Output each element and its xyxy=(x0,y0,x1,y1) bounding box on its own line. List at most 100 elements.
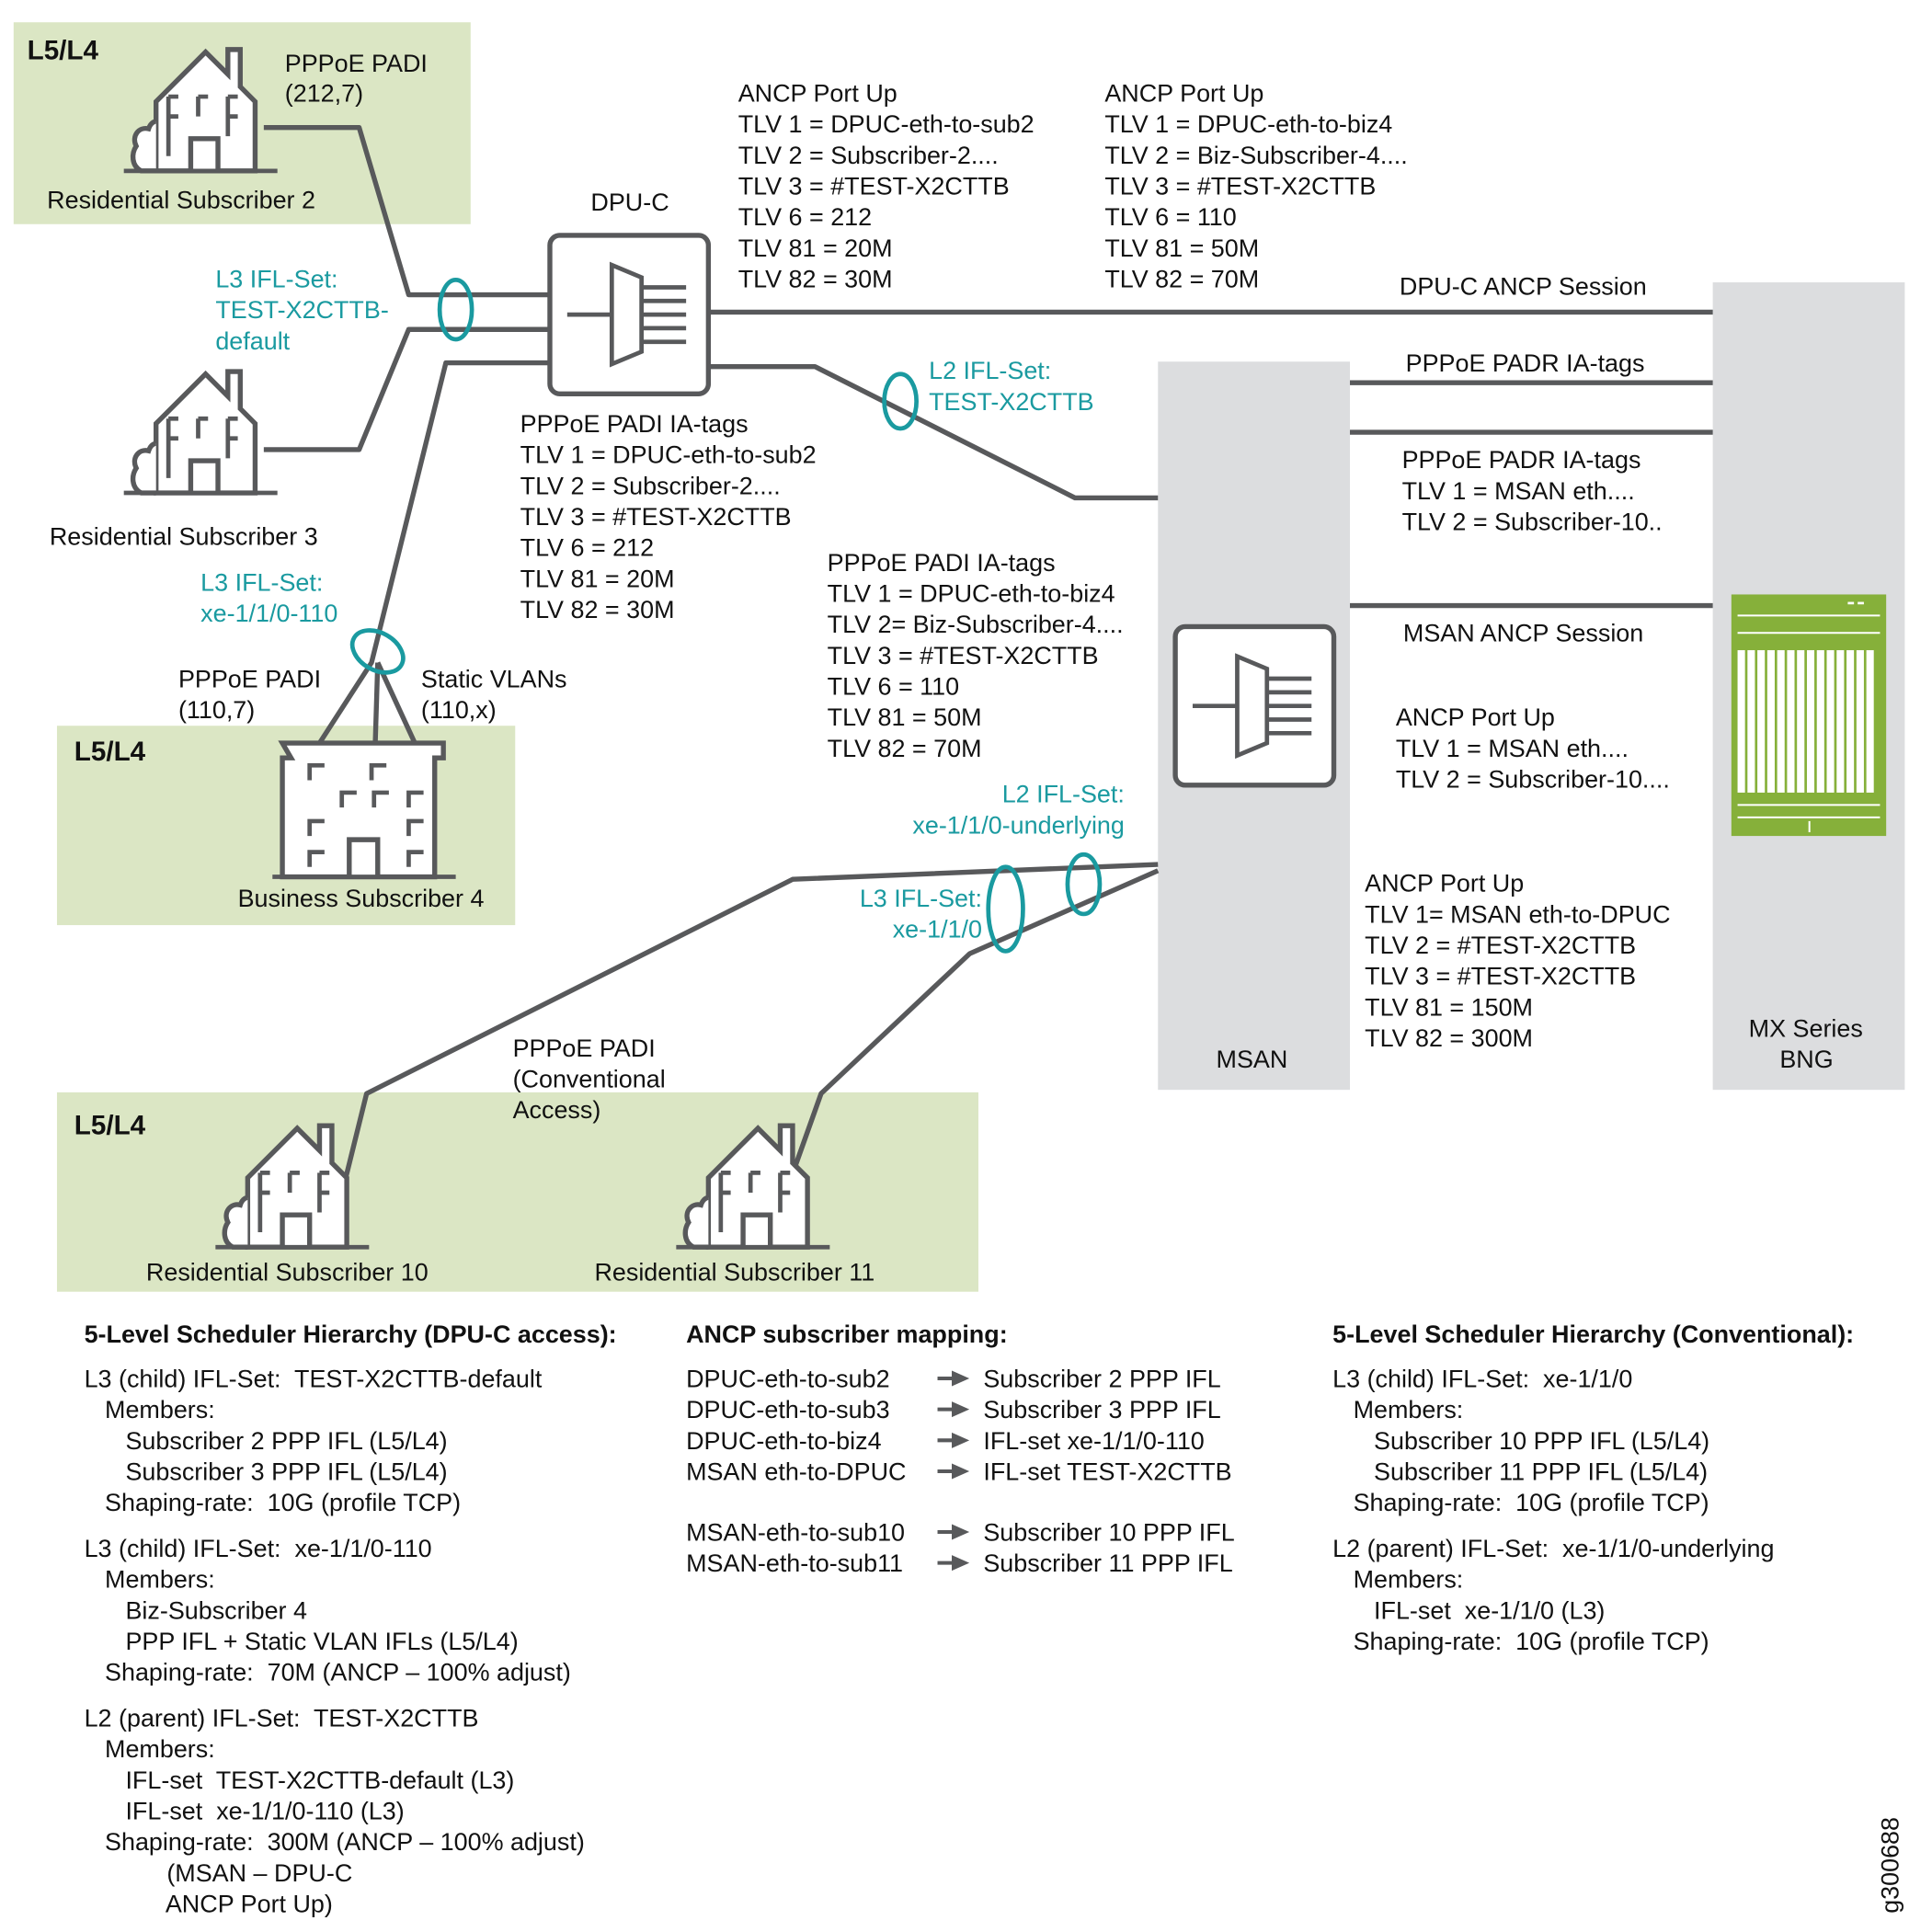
mapping-to: IFL-set xe-1/1/0-110 xyxy=(983,1427,1204,1455)
mapping-from: MSAN-eth-to-sub10 xyxy=(686,1518,905,1546)
mapping-from: DPUC-eth-to-sub3 xyxy=(686,1396,889,1423)
mx-chassis-icon xyxy=(1731,594,1887,837)
hierarchy-line: L2 (parent) IFL-Set: TEST-X2CTTB xyxy=(85,1704,479,1732)
arrow-right-icon xyxy=(937,1370,970,1387)
ifl-l2-underlying-2: xe-1/1/0-underlying xyxy=(912,811,1124,839)
arrow-right-icon xyxy=(937,1524,970,1540)
tlv-line: TLV 3 = #TEST-X2CTTB xyxy=(828,642,1099,669)
tlv-line: TLV 82 = 300M xyxy=(1365,1024,1533,1052)
tlv-line: TLV 82 = 70M xyxy=(1104,265,1259,292)
tlv-line: TLV 3 = #TEST-X2CTTB xyxy=(738,172,1010,200)
padi-biz4-vlan: (110,7) xyxy=(178,696,255,724)
hierarchy-line: Subscriber 11 PPP IFL (L5/L4) xyxy=(1332,1458,1708,1485)
ifl-l3-xe-1: L3 IFL-Set: xyxy=(860,885,982,912)
hierarchy-line: PPP IFL + Static VLAN IFLs (L5/L4) xyxy=(85,1628,519,1655)
house-icon-sub3 xyxy=(124,372,278,493)
tlv-line: TLV 3 = #TEST-X2CTTB xyxy=(1365,963,1636,990)
hierarchy-line: Shaping-rate: 10G (profile TCP) xyxy=(1332,1628,1709,1655)
ifl-set-l3-110-ring xyxy=(349,628,406,675)
dpuc-label: DPU-C xyxy=(590,189,669,216)
hierarchy-line: IFL-set xe-1/1/0 (L3) xyxy=(1332,1596,1605,1624)
hierarchy-conventional-title: 5-Level Scheduler Hierarchy (Conventiona… xyxy=(1332,1320,1854,1348)
ifl-l3-110-1: L3 IFL-Set: xyxy=(200,568,323,596)
mapping-to: IFL-set TEST-X2CTTB xyxy=(983,1458,1231,1485)
hierarchy-line: IFL-set xe-1/1/0-110 (L3) xyxy=(85,1797,405,1824)
mapping-to: Subscriber 2 PPP IFL xyxy=(983,1365,1220,1392)
padi-conventional-1: PPPoE PADI xyxy=(513,1035,656,1062)
padi-conventional-2: (Conventional xyxy=(513,1065,666,1092)
ifl-l3-xe-2: xe-1/1/0 xyxy=(893,916,982,943)
mapping-from: DPUC-eth-to-sub2 xyxy=(686,1365,889,1392)
hierarchy-line: Biz-Subscriber 4 xyxy=(85,1596,307,1624)
tlv-block-title: ANCP Port Up xyxy=(1365,870,1524,897)
padi-biz4-label: PPPoE PADI xyxy=(178,665,321,692)
ifl-l2-underlying-1: L2 IFL-Set: xyxy=(1002,781,1125,808)
padi-sub2-vlan: (212,7) xyxy=(285,79,363,107)
tlv-line: TLV 81 = 150M xyxy=(1365,993,1533,1021)
tlv-line: TLV 2 = Subscriber-10.... xyxy=(1396,766,1670,794)
zone-conventional xyxy=(56,1092,978,1292)
ifl-set-l3-xe-ring xyxy=(986,864,1025,954)
tlv-line: TLV 3 = #TEST-X2CTTB xyxy=(1104,172,1376,200)
ifl-set-l2-test-ring xyxy=(882,372,919,431)
hierarchy-line: L3 (child) IFL-Set: xe-1/1/0-110 xyxy=(85,1535,432,1562)
sub3-label: Residential Subscriber 3 xyxy=(50,523,318,551)
padi-sub2-label: PPPoE PADI xyxy=(285,50,428,77)
tlv-line: TLV 1 = DPUC-eth-to-sub2 xyxy=(738,110,1035,138)
hierarchy-line: Members: xyxy=(85,1396,215,1423)
building-icon-biz4 xyxy=(272,740,456,880)
hierarchy-line: Shaping-rate: 70M (ANCP – 100% adjust) xyxy=(85,1659,571,1686)
tlv-line: TLV 2 = Subscriber-2.... xyxy=(520,472,781,499)
tlv-line: TLV 82 = 70M xyxy=(828,735,982,762)
hierarchy-line: L3 (child) IFL-Set: xe-1/1/0 xyxy=(1332,1365,1632,1392)
tlv-line: TLV 6 = 212 xyxy=(520,534,654,562)
hierarchy-line: Subscriber 3 PPP IFL (L5/L4) xyxy=(85,1458,448,1485)
sub2-label: Residential Subscriber 2 xyxy=(47,186,315,213)
mapping-from: MSAN eth-to-DPUC xyxy=(686,1458,906,1485)
hierarchy-line: Shaping-rate: 10G (profile TCP) xyxy=(85,1489,461,1516)
mapping-row: DPUC-eth-to-sub2 Subscriber 2 PPP IFL xyxy=(686,1365,1221,1392)
tlv-block-title: PPPoE PADI IA-tags xyxy=(520,410,749,438)
hierarchy-line: IFL-set TEST-X2CTTB-default (L3) xyxy=(85,1766,515,1794)
tlv-line: TLV 6 = 110 xyxy=(1104,203,1236,231)
tlv-line: TLV 81 = 50M xyxy=(828,703,982,731)
arrow-right-icon xyxy=(937,1401,970,1418)
ifl-l3-default-3: default xyxy=(215,327,290,355)
hierarchy-conventional: L3 (child) IFL-Set: xe-1/1/0 Members: Su… xyxy=(1332,1365,1774,1655)
hierarchy-line: Members: xyxy=(1332,1396,1463,1423)
figure-id: g300688 xyxy=(1877,1817,1904,1914)
tlv-line: TLV 1 = DPUC-eth-to-biz4 xyxy=(828,580,1115,608)
ifl-l2-test-1: L2 IFL-Set: xyxy=(929,357,1051,384)
mapping-to: Subscriber 10 PPP IFL xyxy=(983,1518,1234,1546)
zone-sub2-label: L5/L4 xyxy=(28,36,99,66)
tlv-block-title: ANCP Port Up xyxy=(738,79,897,107)
padr-tags-label: PPPoE PADR IA-tags xyxy=(1406,349,1645,377)
tlv-line: TLV 81 = 20M xyxy=(738,234,893,262)
static-vlans-value: (110,x) xyxy=(421,696,497,724)
tlv-line: TLV 2= Biz-Subscriber-4.... xyxy=(828,611,1124,638)
tlv-line: TLV 81 = 50M xyxy=(1104,234,1259,262)
hierarchy-line: ANCP Port Up) xyxy=(85,1890,333,1917)
static-vlans-label: Static VLANs xyxy=(421,665,567,692)
msan-session-label: MSAN ANCP Session xyxy=(1403,620,1643,647)
tlv-line: TLV 1 = MSAN eth.... xyxy=(1396,735,1629,762)
sub11-label: Residential Subscriber 11 xyxy=(594,1259,875,1286)
ancp-port-up-biz4: ANCP Port Up TLV 1 = DPUC-eth-to-biz4TLV … xyxy=(1104,79,1407,292)
mapping-row: MSAN eth-to-DPUC IFL-set TEST-X2CTTB xyxy=(686,1458,1232,1485)
tlv-block-title: ANCP Port Up xyxy=(1104,79,1263,107)
ifl-l3-default-1: L3 IFL-Set: xyxy=(215,265,337,292)
tlv-line: TLV 1 = DPUC-eth-to-biz4 xyxy=(1104,110,1392,138)
arrow-right-icon xyxy=(937,1463,970,1480)
tlv-line: TLV 1 = MSAN eth.... xyxy=(1402,477,1635,505)
links xyxy=(263,125,1713,1200)
padi-conventional-3: Access) xyxy=(513,1096,601,1124)
bng-label-1: MX Series xyxy=(1749,1014,1863,1042)
hierarchy-line: Members: xyxy=(85,1566,215,1594)
tlv-block-title: PPPoE PADI IA-tags xyxy=(828,549,1056,577)
